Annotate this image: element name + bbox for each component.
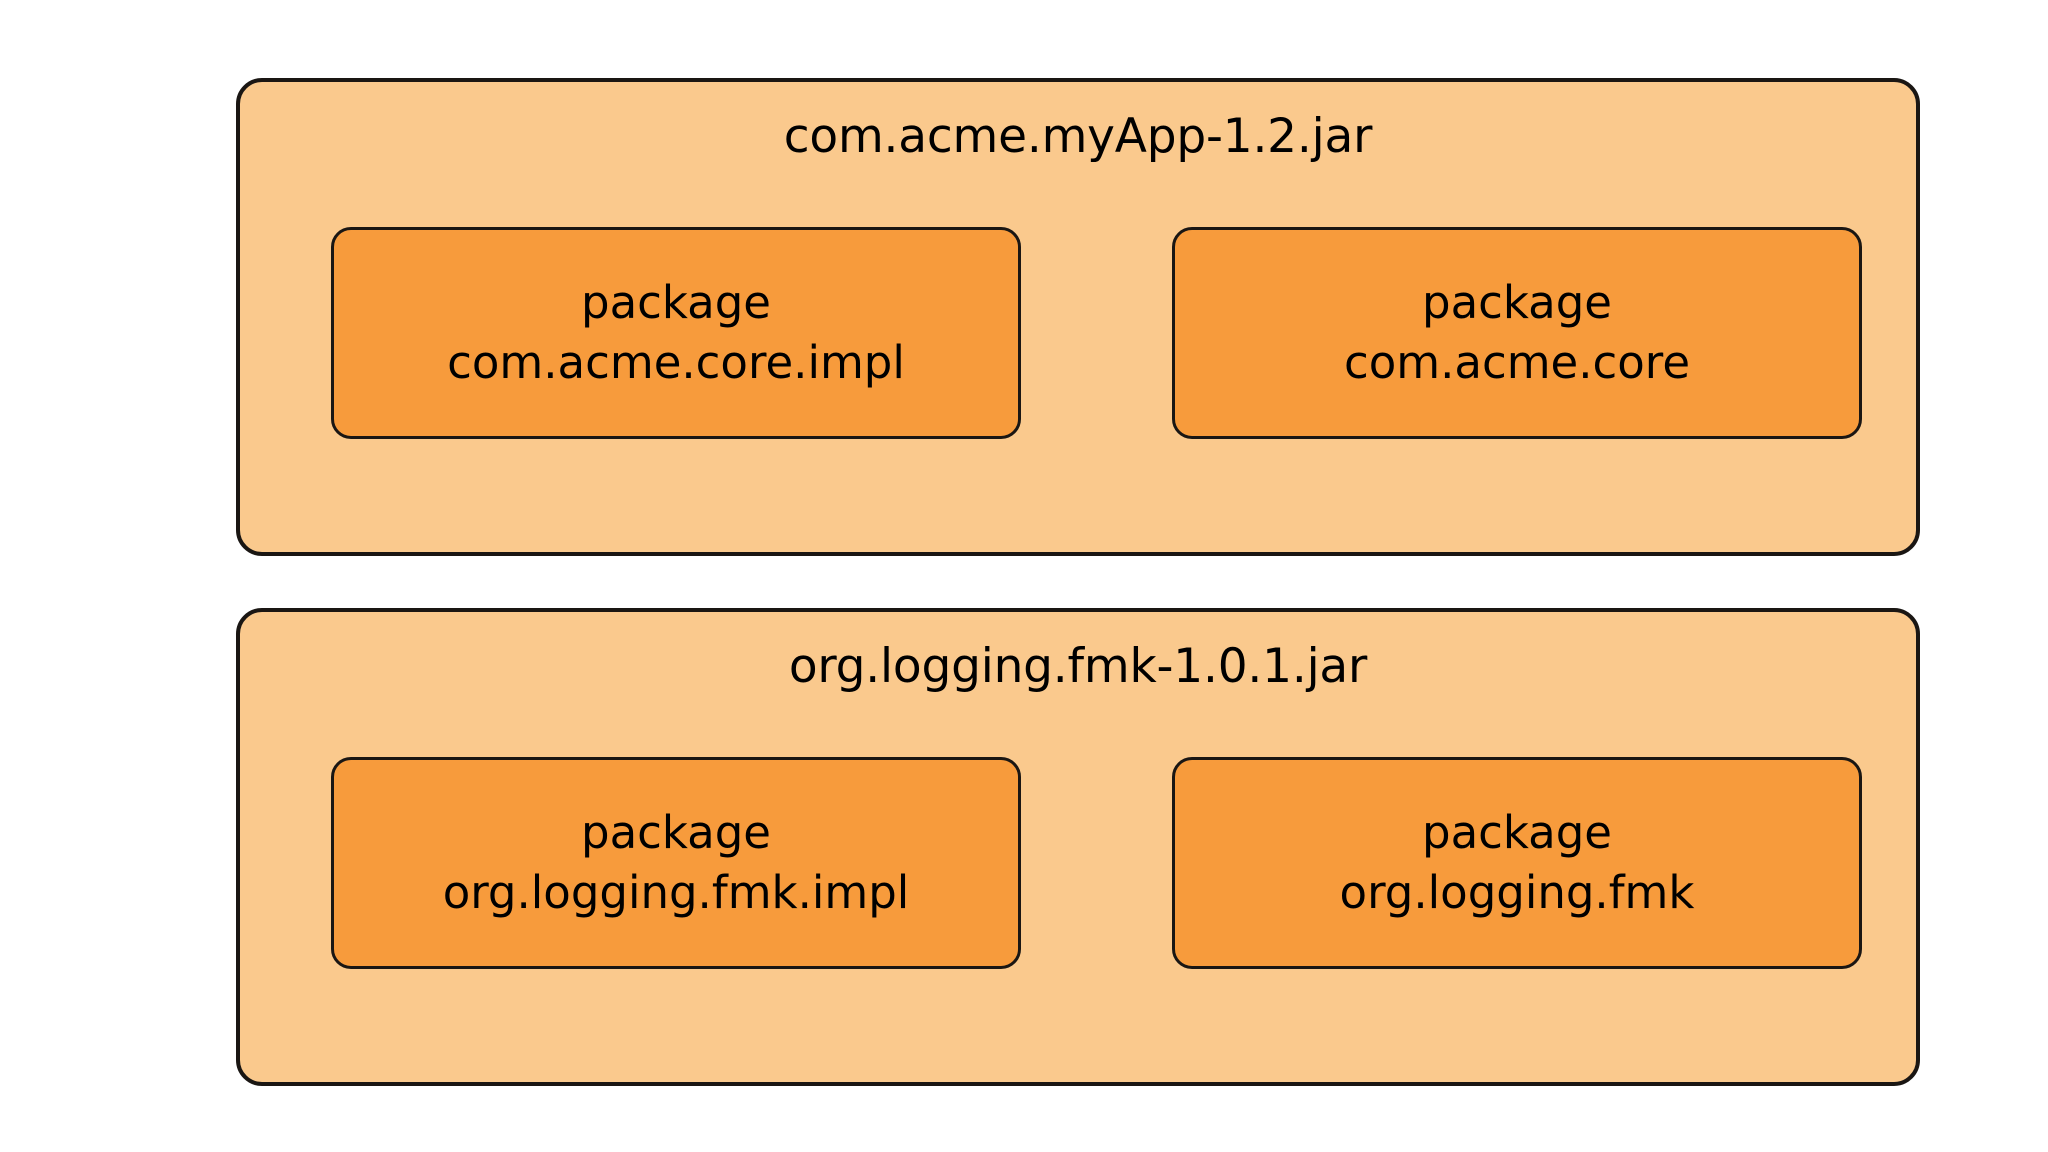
package-keyword: package xyxy=(1422,276,1612,329)
package-box-com-acme-core[interactable]: package com.acme.core xyxy=(1172,227,1862,439)
package-box-com-acme-core-impl[interactable]: package com.acme.core.impl xyxy=(331,227,1021,439)
package-box-org-logging-fmk[interactable]: package org.logging.fmk xyxy=(1172,757,1862,969)
jar-container-org-logging-fmk[interactable]: org.logging.fmk-1.0.1.jar package org.lo… xyxy=(236,608,1920,1086)
package-keyword: package xyxy=(581,806,771,859)
package-name: com.acme.core.impl xyxy=(447,336,905,389)
package-row: package org.logging.fmk.impl package org… xyxy=(240,757,1916,977)
package-keyword: package xyxy=(1422,806,1612,859)
jar-title: com.acme.myApp-1.2.jar xyxy=(783,109,1373,164)
jar-title: org.logging.fmk-1.0.1.jar xyxy=(788,639,1368,694)
package-box-org-logging-fmk-impl[interactable]: package org.logging.fmk.impl xyxy=(331,757,1021,969)
package-name: com.acme.core xyxy=(1343,336,1691,389)
jar-container-com-acme-myapp[interactable]: com.acme.myApp-1.2.jar package com.acme.… xyxy=(236,78,1920,556)
package-name: org.logging.fmk xyxy=(1339,866,1695,919)
package-keyword: package xyxy=(581,276,771,329)
package-name: org.logging.fmk.impl xyxy=(442,866,910,919)
package-row: package com.acme.core.impl package com.a… xyxy=(240,227,1916,447)
